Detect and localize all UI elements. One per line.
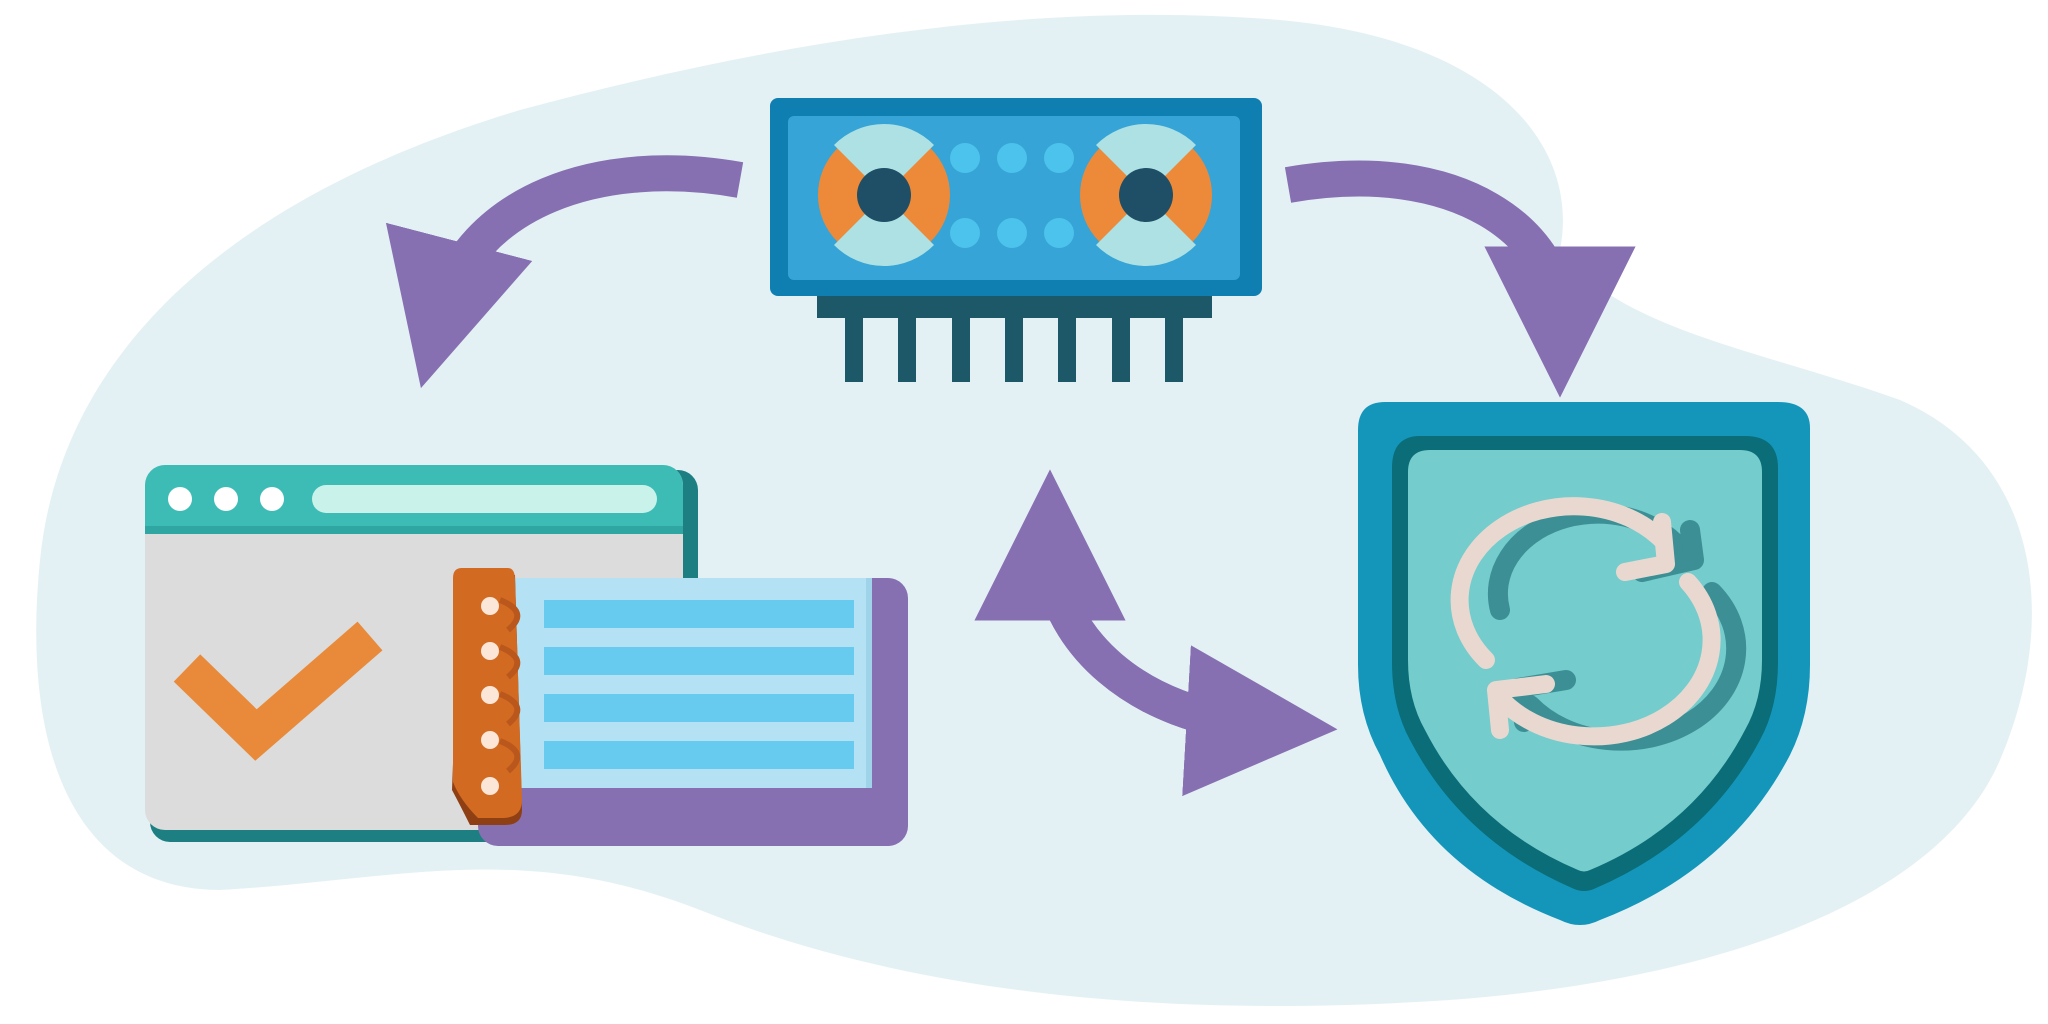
hardware-module-icon	[770, 98, 1262, 382]
shield-icon	[1358, 402, 1810, 925]
window-address-field	[312, 485, 657, 513]
window-dot-1	[168, 487, 192, 511]
lens-right	[1080, 123, 1212, 267]
notebook-document-icon	[452, 568, 908, 846]
window-dot-2	[214, 487, 238, 511]
sync-icon	[1450, 497, 1721, 746]
arrow-bidirectional-document-shield	[974, 469, 1338, 797]
arrow-module-to-window	[386, 155, 744, 389]
window-dot-3	[260, 487, 284, 511]
checkmark-icon	[173, 621, 383, 761]
binder-rings	[481, 597, 521, 795]
document-lines	[544, 600, 854, 769]
module-pins	[845, 310, 1183, 382]
module-dots	[950, 143, 1074, 248]
arrow-module-to-shield	[1284, 160, 1636, 398]
lens-left	[818, 123, 950, 267]
